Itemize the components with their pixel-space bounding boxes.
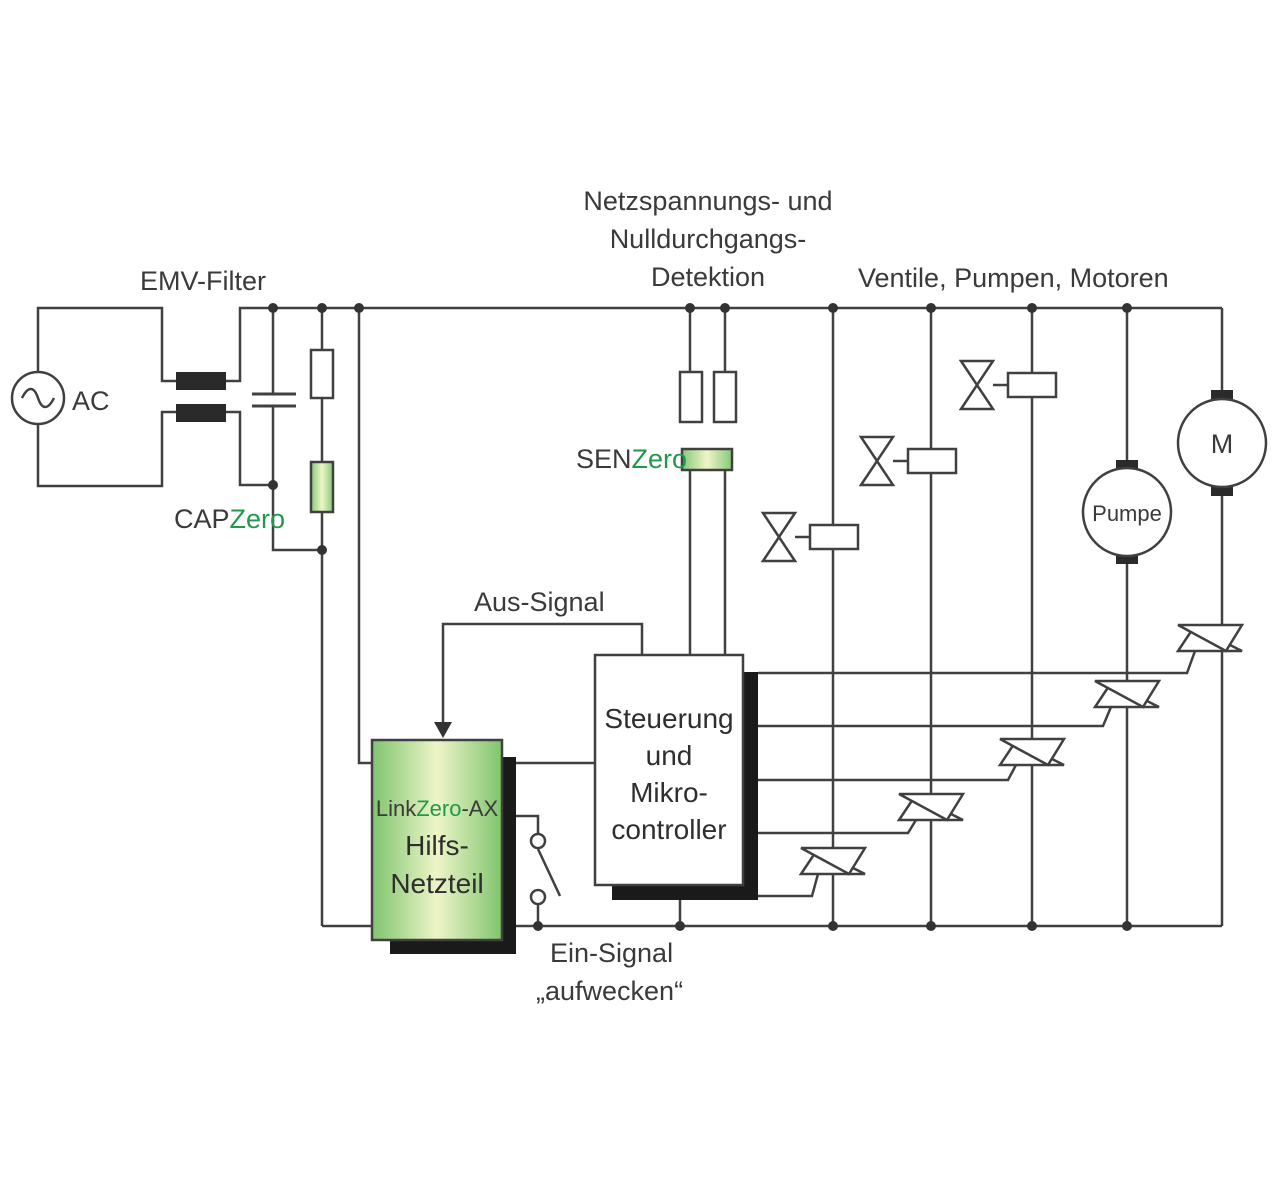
ac-source-icon bbox=[10, 370, 66, 426]
junction-dots bbox=[268, 303, 1132, 931]
loads-label: Ventile, Pumpen, Motoren bbox=[858, 263, 1169, 293]
motor-icon bbox=[1176, 390, 1268, 496]
controller-label-line4: controller bbox=[611, 814, 726, 845]
detection-label-line2: Nulldurchgangs- bbox=[610, 224, 807, 254]
wiring bbox=[36, 306, 1224, 928]
aus-signal-arrow-icon bbox=[434, 722, 452, 738]
emv-filter-chokes bbox=[176, 372, 226, 422]
pump-label: Pumpe bbox=[1092, 501, 1162, 526]
ac-label: AC bbox=[72, 386, 110, 416]
triac-icon-2 bbox=[897, 792, 965, 822]
triac-icon-3 bbox=[998, 737, 1066, 767]
linkzero-label: LinkZero-AX bbox=[376, 796, 499, 821]
triac-icon-4 bbox=[1093, 679, 1161, 709]
aus-signal-label: Aus-Signal bbox=[474, 587, 605, 617]
controller-label-line2: und bbox=[646, 740, 693, 771]
ein-signal-label-line1: Ein-Signal bbox=[550, 938, 673, 968]
valve-icon-1 bbox=[761, 511, 860, 563]
detection-label-line3: Detektion bbox=[651, 262, 765, 292]
valve-icon-3 bbox=[959, 359, 1058, 411]
psu-label-line2: Netzteil bbox=[390, 868, 483, 899]
pump-icon bbox=[1081, 460, 1173, 564]
bleeder-resistor bbox=[309, 348, 335, 400]
sense-resistor-2 bbox=[712, 370, 738, 424]
x-capacitor-icon bbox=[252, 392, 296, 408]
psu-label-line1: Hilfs- bbox=[405, 830, 469, 861]
triac-icon-5 bbox=[1176, 623, 1244, 653]
detection-label-line1: Netzspannungs- und bbox=[583, 186, 832, 216]
valve-icon-2 bbox=[859, 435, 958, 487]
senzero-component bbox=[680, 447, 734, 472]
ein-signal-label-line2: „aufwecken“ bbox=[536, 976, 683, 1006]
linkzero-psu-block bbox=[370, 738, 516, 954]
capzero-component bbox=[309, 460, 335, 514]
capzero-label: CAPZero bbox=[174, 504, 285, 534]
controller-label-line3: Mikro- bbox=[630, 777, 708, 808]
emv-filter-label: EMV-Filter bbox=[140, 266, 266, 296]
motor-label: M bbox=[1211, 429, 1234, 459]
sense-resistor-1 bbox=[678, 370, 704, 424]
triac-icon-1 bbox=[799, 846, 867, 876]
senzero-label: SENZero bbox=[576, 444, 687, 474]
controller-block bbox=[593, 653, 758, 900]
controller-label-line1: Steuerung bbox=[604, 703, 733, 734]
